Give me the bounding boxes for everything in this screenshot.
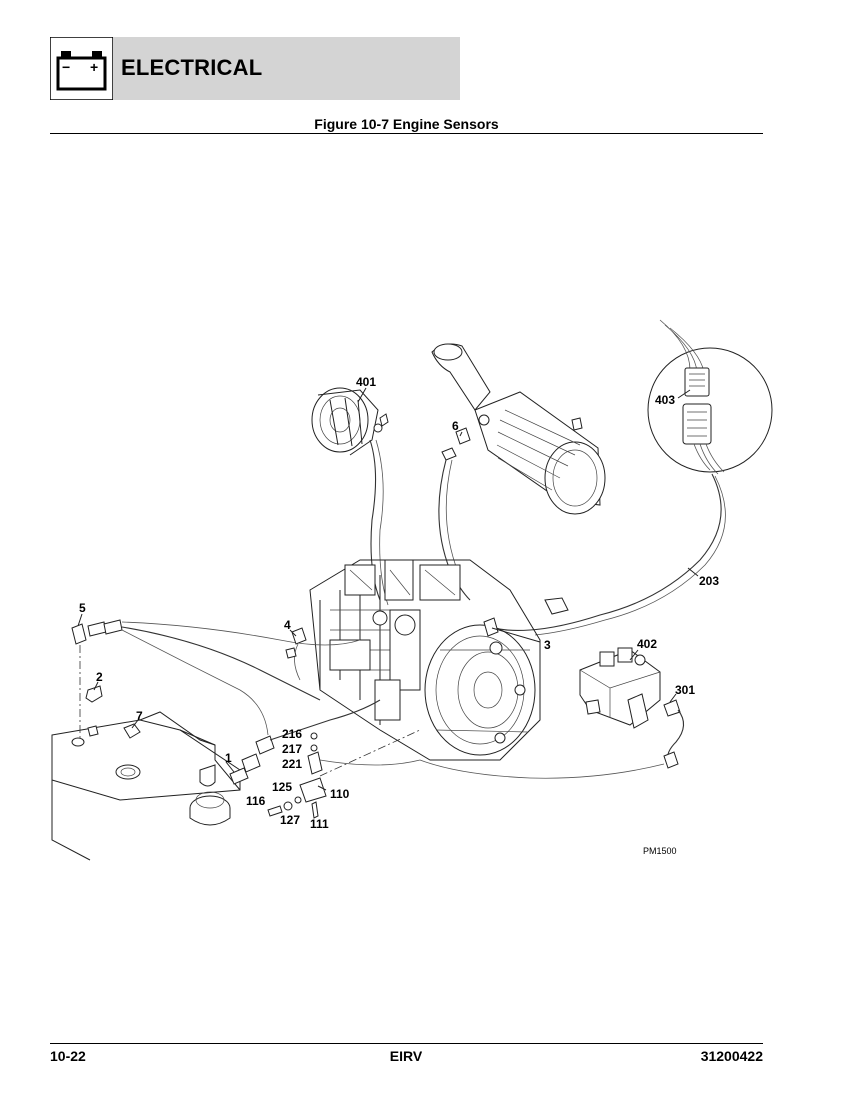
part-301-sensor — [663, 699, 681, 717]
callout-4: 4 — [284, 618, 291, 632]
callout-403: 403 — [655, 393, 675, 407]
callout-7: 7 — [136, 709, 143, 723]
callout-3: 3 — [544, 638, 551, 652]
alternator — [311, 387, 389, 456]
footer-page-number: 10-22 — [50, 1048, 86, 1064]
part-2-cap — [85, 685, 103, 703]
footer-doc-number: 31200422 — [700, 1048, 763, 1064]
part-4-sensor — [291, 627, 307, 645]
battery-minus-sign: − — [62, 59, 70, 75]
callout-116: 116 — [246, 794, 266, 808]
battery-plus-sign: + — [90, 59, 98, 75]
engine-sensors-drawing: 401 403 6 203 5 4 3 402 301 2 7 216 217 … — [51, 319, 773, 861]
callout-127: 127 — [280, 813, 300, 827]
sensor-bracket-hardware — [267, 729, 421, 819]
valve-block — [579, 647, 661, 729]
callout-401: 401 — [356, 375, 376, 389]
part-6-sensor — [455, 427, 471, 445]
section-header-band — [50, 37, 460, 100]
callout-221: 221 — [282, 757, 302, 771]
part-7-bracket — [123, 723, 141, 739]
section-title: ELECTRICAL — [121, 55, 263, 80]
callout-6: 6 — [452, 419, 459, 433]
callout-1: 1 — [225, 751, 232, 765]
callout-5: 5 — [79, 601, 86, 615]
battery-icon: − + — [49, 36, 114, 101]
header-rule — [50, 133, 763, 134]
callout-2: 2 — [96, 670, 103, 684]
hydraulic-tank — [51, 711, 241, 861]
footer-rule — [50, 1043, 763, 1044]
part-5-sensor — [71, 623, 87, 645]
callout-203: 203 — [699, 574, 719, 588]
callout-110: 110 — [330, 787, 350, 801]
callout-301: 301 — [675, 683, 695, 697]
harness-203 — [487, 473, 722, 631]
footer-center-label: EIRV — [389, 1048, 423, 1064]
figure-title: Figure 10-7 Engine Sensors — [314, 116, 499, 132]
callout-216: 216 — [282, 727, 302, 741]
connector-detail-circle — [647, 319, 773, 475]
drawing-id-label: PM1500 — [643, 846, 677, 856]
callout-217: 217 — [282, 742, 302, 756]
engine-block — [309, 559, 541, 761]
part-3-sensor — [483, 617, 499, 637]
callout-leaders — [77, 387, 691, 791]
callout-402: 402 — [637, 637, 657, 651]
air-cleaner — [431, 343, 606, 515]
callout-111: 111 — [310, 817, 329, 831]
part-1-sensor — [229, 699, 381, 785]
callout-125: 125 — [272, 780, 292, 794]
